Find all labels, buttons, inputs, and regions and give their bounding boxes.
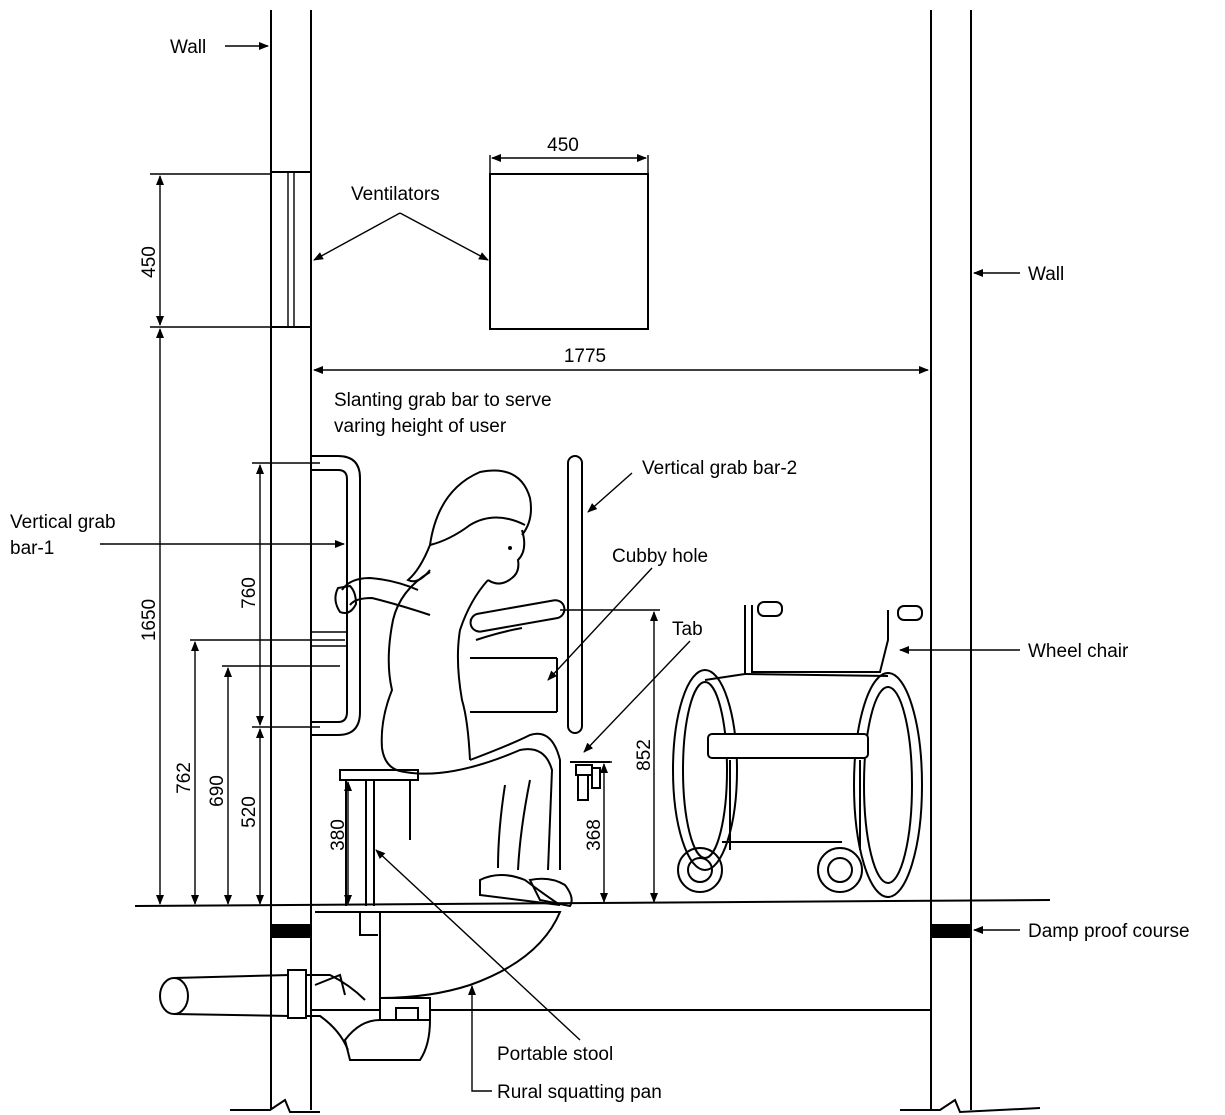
leader-ventilator-right (399, 212, 489, 261)
label-wall-right: Wall (1028, 264, 1064, 285)
dim-762: 762 (174, 762, 195, 794)
ground-break-marks (230, 1098, 1041, 1114)
label-tab: Tab (672, 619, 703, 640)
dim-852: 852 (634, 739, 655, 771)
wheel-chair-drawing (672, 601, 923, 898)
portable-stool-drawing (339, 769, 419, 906)
dim-380: 380 (328, 819, 349, 851)
damp-proof-course-right (932, 924, 970, 938)
right-wall (930, 10, 972, 1110)
drain-pipe (159, 969, 366, 1051)
vertical-grab-bar-2 (567, 455, 583, 734)
leader-tab (583, 640, 691, 753)
ventilator-height-dim: 450 (139, 246, 160, 278)
room-width-dim: 1775 (564, 346, 606, 367)
leader-vertical-grab-bar-2 (587, 472, 633, 513)
label-slanting-grab-bar-2: varing height of user (334, 416, 507, 437)
label-portable-stool: Portable stool (497, 1044, 613, 1065)
dim-760: 760 (239, 577, 260, 609)
ventilator-width-dim: 450 (547, 135, 579, 156)
left-wall (270, 10, 312, 1110)
leader-rural-squatting-pan (468, 985, 492, 1092)
seated-girl-figure (334, 469, 573, 908)
dim-1650: 1650 (139, 599, 160, 641)
leader-cubby-hole (547, 567, 653, 681)
label-wheel-chair: Wheel chair (1028, 641, 1129, 662)
label-vertical-grab-bar-1b: bar-1 (10, 538, 54, 559)
label-slanting-grab-bar-1: Slanting grab bar to serve (334, 390, 552, 411)
dim-520: 520 (239, 796, 260, 828)
label-rural-squatting-pan: Rural squatting pan (497, 1082, 662, 1103)
squatting-pan-drawing (314, 911, 562, 1061)
label-damp-proof-course: Damp proof course (1028, 921, 1190, 942)
floor-line (134, 899, 1051, 907)
left-ventilator-opening (270, 171, 312, 328)
ventilator-box (489, 154, 649, 330)
label-vertical-grab-bar-2: Vertical grab bar-2 (642, 458, 797, 479)
label-wall-left: Wall (170, 37, 206, 58)
leader-ventilator-left (313, 212, 401, 261)
label-cubby-hole: Cubby hole (612, 546, 708, 567)
leader-portable-stool (375, 849, 581, 1041)
vertical-grab-bar-1 (311, 455, 361, 736)
dim-368: 368 (584, 819, 605, 851)
label-ventilators: Ventilators (351, 184, 440, 205)
dim-690: 690 (207, 775, 228, 807)
cubby-hole-drawing (470, 657, 558, 713)
label-vertical-grab-bar-1a: Vertical grab (10, 512, 116, 533)
damp-proof-course-left (272, 924, 310, 938)
